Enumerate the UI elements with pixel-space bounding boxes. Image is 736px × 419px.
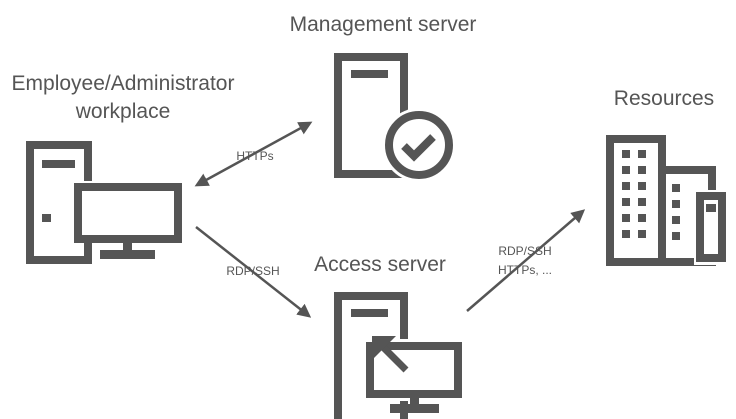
access-resources-arrow <box>466 209 586 312</box>
workplace-management-arrow <box>194 121 313 187</box>
server-remote-access-icon <box>334 292 470 419</box>
rdp-ssh-edge-label: RDP/SSH <box>226 264 279 278</box>
resources-title: Resources <box>614 87 714 110</box>
workstation-icon <box>26 141 184 264</box>
workplace-title-line1: Employee/Administrator <box>12 72 235 95</box>
workplace-access-arrow <box>195 226 312 318</box>
resources-edge-label-line1: RDP/SSH <box>498 244 551 258</box>
access-server-title: Access server <box>314 253 446 276</box>
server-check-icon <box>334 53 456 182</box>
https-edge-label: HTTPs <box>236 149 273 163</box>
workplace-title-line2: workplace <box>75 100 171 123</box>
management-server-title: Management server <box>290 13 477 36</box>
buildings-icon <box>606 135 728 266</box>
resources-edge-label-line2: HTTPs, ... <box>498 263 552 277</box>
